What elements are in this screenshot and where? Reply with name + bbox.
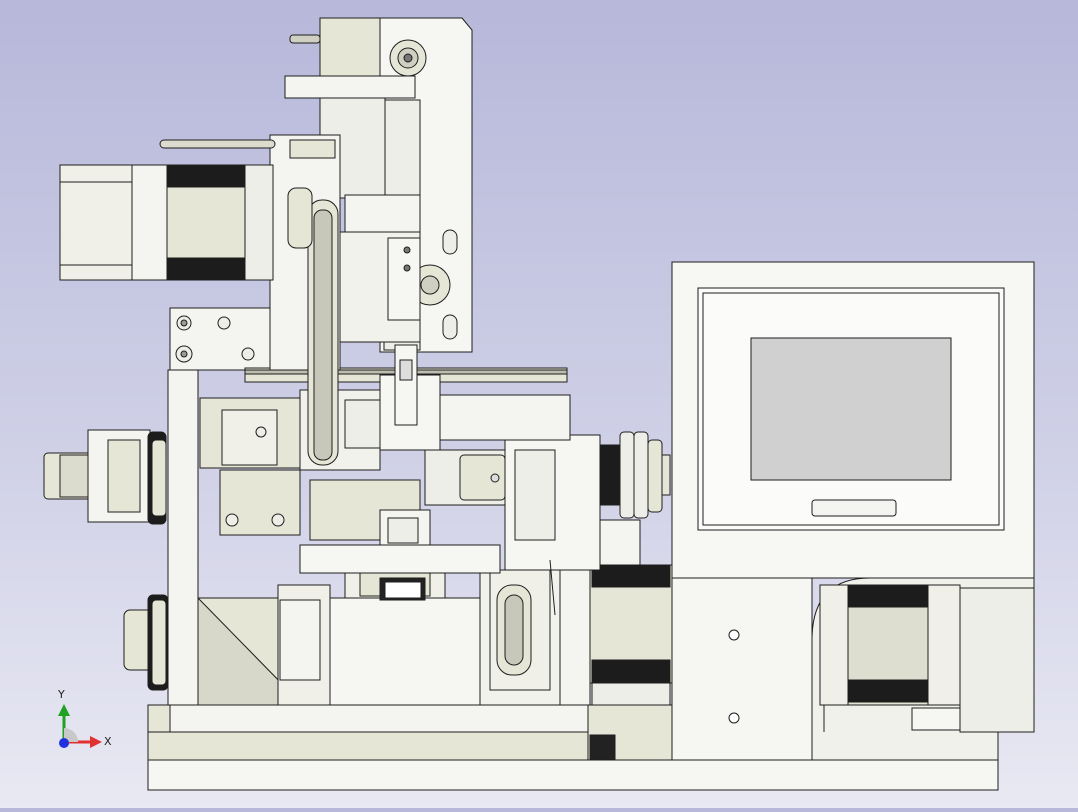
roller-assembly [489, 559, 556, 691]
upper-carriage [269, 134, 421, 466]
stepper-motor-top-left [59, 139, 276, 281]
axis-triad [58, 704, 102, 748]
central-mechanism [199, 374, 571, 681]
hmi-panel [671, 261, 1035, 579]
stepper-motor-bottom-right [819, 584, 961, 706]
axis-label-x: X [104, 735, 112, 748]
stepper-motor-middle [589, 564, 673, 706]
left-shaft-assembly [43, 429, 169, 691]
pulley-right [589, 431, 671, 566]
axis-label-y: Y [58, 688, 65, 701]
